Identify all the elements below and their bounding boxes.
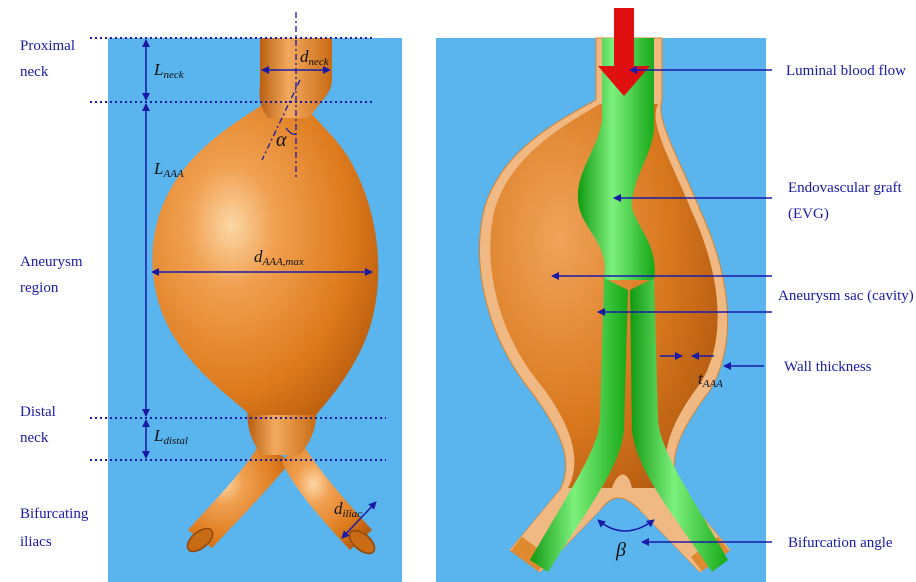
beta-label: β <box>615 539 626 561</box>
aneurysm-region-label: Aneurysm region <box>20 254 86 296</box>
left-panel: Lneck dneck α LAAA dAAA,max Ldistal dili… <box>90 12 402 582</box>
bifurcating-iliacs-label: Bifurcating iliacs <box>20 506 92 550</box>
right-panel: β tAAA <box>436 8 766 582</box>
proximal-neck-label: Proximal neck <box>20 38 79 80</box>
endovascular-graft-label: Endovascular graft (EVG) <box>788 180 905 222</box>
region-labels: Proximal neck Aneurysm region Distal nec… <box>20 38 92 550</box>
wall-thickness-label: Wall thickness <box>784 359 872 375</box>
alpha-label: α <box>276 129 287 151</box>
distal-neck-label: Distal neck <box>20 404 60 446</box>
bifurcation-angle-label: Bifurcation angle <box>788 535 893 551</box>
luminal-blood-flow-label: Luminal blood flow <box>786 63 906 79</box>
aneurysm-sac-label: Aneurysm sac (cavity) <box>778 288 914 304</box>
